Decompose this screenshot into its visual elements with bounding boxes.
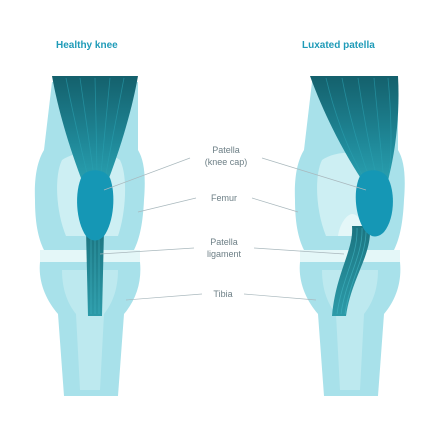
patella-left xyxy=(77,170,114,241)
patella-label: Patella (knee cap) xyxy=(190,144,262,168)
ligament-leader-left xyxy=(99,247,195,255)
patella-right xyxy=(355,170,393,237)
ligament-leader-right xyxy=(253,247,345,255)
femur-leader-right xyxy=(251,197,299,213)
luxated-patella-title: Luxated patella xyxy=(302,40,375,51)
tibia-leader-right xyxy=(243,293,317,301)
patella-label-line2: (knee cap) xyxy=(204,157,248,167)
patella-label-line1: Patella xyxy=(212,145,240,155)
healthy-knee-title: Healthy knee xyxy=(56,40,118,51)
healthy-knee-illustration xyxy=(34,76,145,396)
patella-ligament-label: Patella ligament xyxy=(194,236,254,260)
patella-leader-left xyxy=(103,157,191,191)
tibia-leader-left xyxy=(125,293,203,301)
quadriceps-muscle-left xyxy=(52,76,138,186)
femur-label: Femur xyxy=(210,193,237,203)
tibia-highlight-left xyxy=(62,270,118,390)
femur-leader-left xyxy=(137,197,197,213)
tibia-label: Tibia xyxy=(213,289,233,299)
patella-leader-right xyxy=(261,157,367,191)
luxated-knee-illustration xyxy=(294,76,405,396)
patella-ligament-label-line1: Patella xyxy=(210,237,238,247)
leader-lines xyxy=(99,157,367,301)
patella-ligament-label-line2: ligament xyxy=(206,249,242,259)
